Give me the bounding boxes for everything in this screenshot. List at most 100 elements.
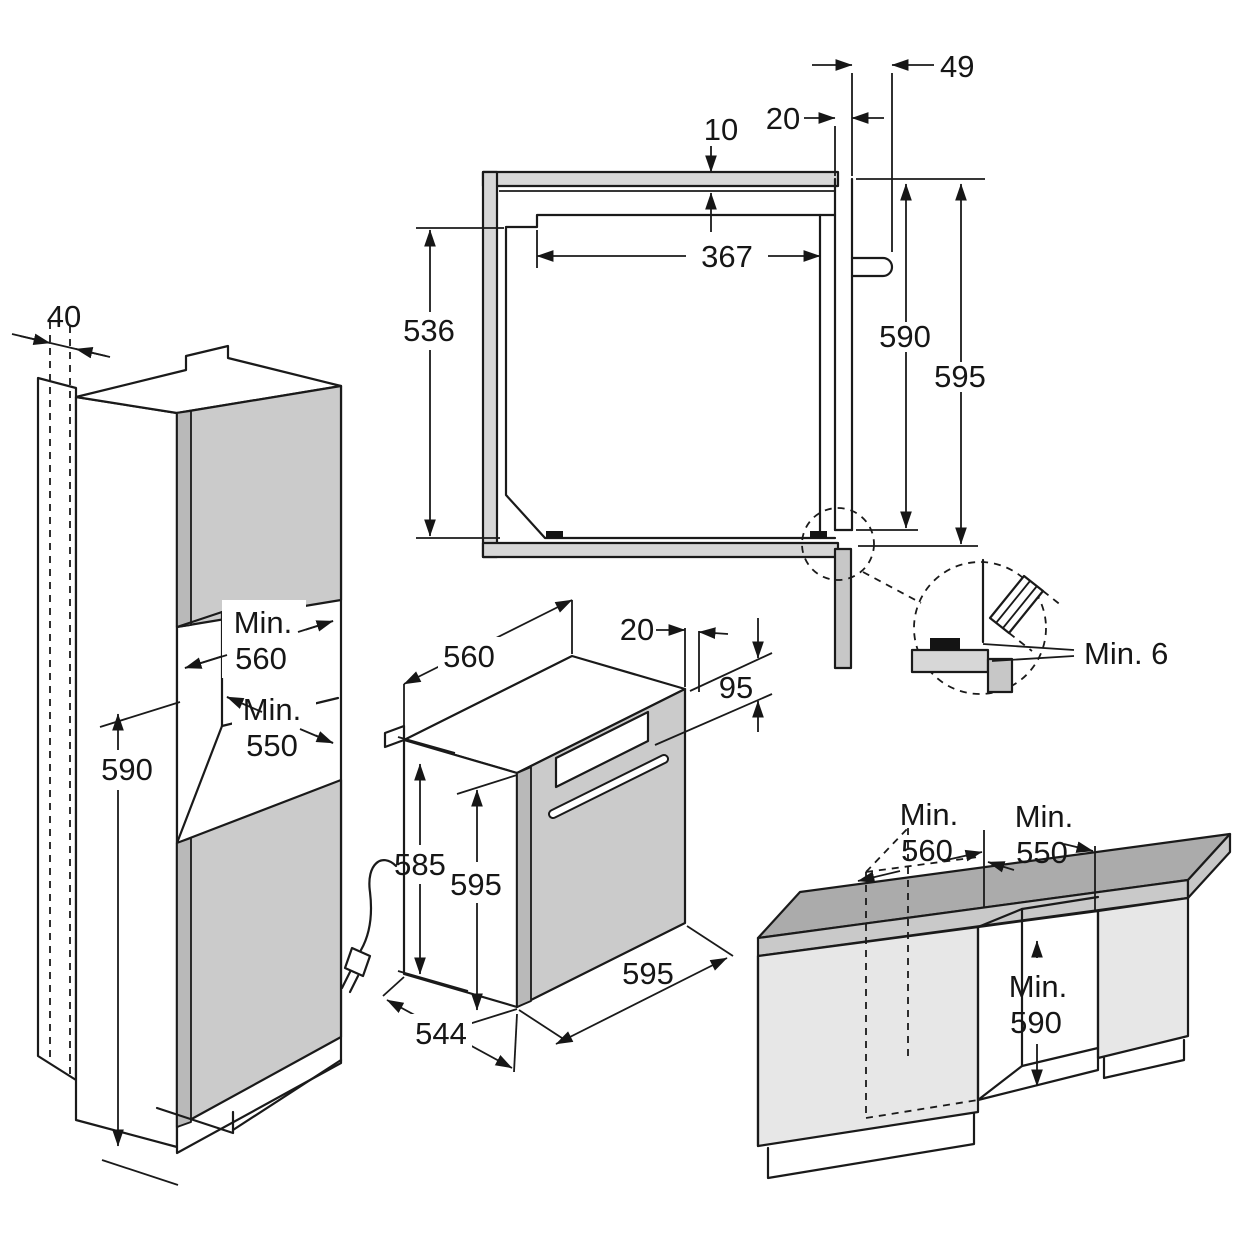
- plinth-line: [231, 1058, 343, 1132]
- plinth-right: [1102, 1038, 1186, 1080]
- oven-view: 560 20 95 585 595 544 595: [340, 599, 773, 1073]
- dim-label-door-overhang: 20: [620, 612, 654, 647]
- left-unit-front: [756, 925, 980, 1148]
- niche-front-view: 10 20 49 367 536 590 595: [403, 49, 986, 670]
- ext-line: [686, 925, 734, 957]
- power-cable: [359, 859, 398, 952]
- dim-label-door-height: 595: [450, 867, 502, 902]
- dim-label-detail-gap: Min. 6: [1084, 636, 1168, 671]
- appliance-foot-pad: [810, 531, 827, 538]
- dim-label-body-height: 585: [394, 847, 446, 882]
- dim-arrow: [1063, 841, 1094, 853]
- upper-door-edge: [176, 410, 192, 628]
- lower-door-edge: [176, 837, 192, 1128]
- dim-label-min-a: 560: [901, 833, 953, 868]
- dim-arrow: [857, 870, 901, 883]
- niche-inner-outline: [504, 213, 837, 540]
- dim-label-panel-thickness: 20: [766, 101, 800, 136]
- left-panel: [481, 170, 499, 559]
- gap-leader-bottom: [991, 655, 1075, 662]
- bracket-hatched: [988, 574, 1045, 635]
- ext-line: [456, 774, 518, 795]
- dim-label-min-b: 550: [1016, 835, 1068, 870]
- dim-arrow: [19, 333, 51, 345]
- tall-cabinet-view: 40 Min. 560 Min. 550 590: [11, 299, 343, 1186]
- dim-arrow: [698, 627, 729, 639]
- foot-pad: [930, 638, 960, 650]
- dim-label-wall-gap: 40: [47, 299, 81, 334]
- top-panel: [481, 170, 840, 188]
- hatch-line: [1002, 585, 1038, 629]
- ext-line: [101, 1159, 179, 1186]
- dim-label-control-panel-height: 95: [719, 670, 753, 705]
- dim-label-min-a-word: Min.: [900, 797, 959, 832]
- dim-arrow: [941, 849, 983, 862]
- dim-label-min-width: 550: [246, 728, 298, 763]
- dim-label-niche-height: 590: [101, 752, 153, 787]
- dim-label-vent-width: 367: [701, 239, 753, 274]
- gap-leader-top: [982, 643, 1075, 651]
- niche-back-bottom: [1020, 1046, 1100, 1068]
- plug-prong: [340, 970, 352, 990]
- side-panel-below-shelf: [833, 547, 853, 670]
- plinth-step: [155, 1106, 235, 1135]
- hidden-niche-top: [865, 856, 979, 873]
- door-handle: [550, 756, 667, 817]
- right-unit-front: [1096, 896, 1190, 1060]
- bracket-hidden-line: [1042, 590, 1063, 607]
- plinth-left: [766, 1112, 976, 1180]
- detail-marker-circle: [801, 507, 875, 581]
- ext-line: [689, 652, 773, 692]
- control-panel-window: [554, 710, 650, 789]
- dim-label-min-c-word: Min.: [1009, 969, 1068, 1004]
- dim-label-body-depth-bottom: 544: [415, 1016, 467, 1051]
- dim-label-body-depth-top: 560: [443, 639, 495, 674]
- dim-arrow: [226, 696, 263, 713]
- appliance-foot-pad: [546, 531, 563, 538]
- detail-circle: [913, 561, 1047, 695]
- upper-door: [175, 384, 343, 629]
- dim-label-slot-offset: 49: [940, 49, 974, 84]
- label-bg: [232, 687, 316, 765]
- ext-line: [397, 970, 469, 992]
- hidden-niche-depth: [865, 827, 909, 873]
- dim-arrow: [297, 620, 334, 633]
- detail-min6-view: Min. 6: [910, 558, 1168, 695]
- niche-opening: [976, 909, 1100, 1102]
- side-panel-section: [986, 657, 1014, 694]
- dim-label-niche-height: 590: [879, 319, 931, 354]
- dim-arrow: [299, 728, 334, 744]
- power-plug-body: [343, 946, 372, 978]
- niche-depth-edge-top: [175, 610, 224, 629]
- hidden-niche-bottom: [865, 1099, 979, 1119]
- ext-line: [382, 976, 405, 997]
- ext-line: [518, 1009, 566, 1041]
- shelf-section: [910, 648, 990, 674]
- dim-label-min-b-word: Min.: [1015, 799, 1074, 834]
- ext-line: [397, 736, 456, 754]
- bottom-shelf: [481, 541, 840, 559]
- dim-label-inner-height: 536: [403, 313, 455, 348]
- dim-line: [555, 957, 728, 1045]
- dim-label-top-gap: 10: [704, 112, 738, 147]
- ext-line: [513, 1013, 518, 1073]
- dim-label-door-width: 595: [622, 956, 674, 991]
- oven-back-tab: [383, 724, 406, 749]
- label-bg: [438, 637, 500, 673]
- dim-label-min-width-word: Min.: [243, 692, 302, 727]
- label-bg: [222, 600, 306, 678]
- dim-arrow: [75, 347, 107, 359]
- dim-arrow: [987, 861, 1015, 873]
- plug-prong: [348, 974, 360, 994]
- label-bg: [410, 1014, 472, 1050]
- dim-arrow: [184, 654, 228, 669]
- base-cabinet-view: Min. 560 Min. 550 Min. 590: [756, 797, 1232, 1180]
- worktop-end-edge: [1186, 832, 1232, 900]
- detail-leader: [862, 571, 922, 604]
- cable-slot: [850, 256, 894, 278]
- dim-label-min-c: 590: [1010, 1005, 1062, 1040]
- niche-back-top: [1020, 895, 1100, 911]
- dim-label-min-depth: 560: [235, 641, 287, 676]
- bracket-hidden-line: [1008, 632, 1033, 652]
